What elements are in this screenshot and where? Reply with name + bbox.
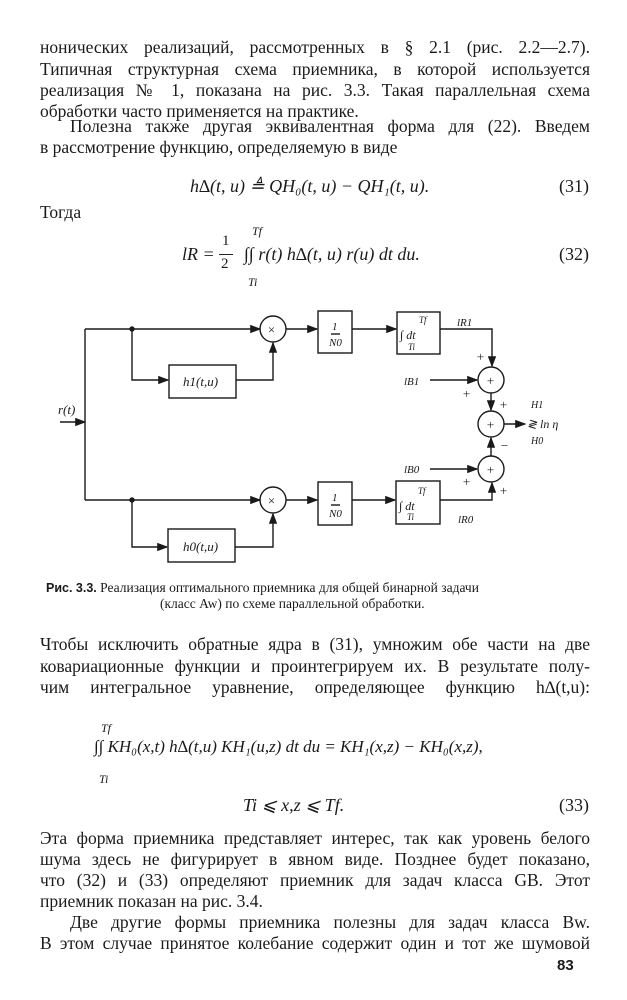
caption-text: Реализация оптимального приемника для об… xyxy=(100,580,479,595)
gain-num: 1 xyxy=(332,492,338,504)
multiplier-bottom xyxy=(259,486,287,514)
lower-limit: Ti xyxy=(248,275,258,289)
plus-sign: + xyxy=(462,386,471,401)
eq-body: ∫∫ r(t) h∆(t, u) r(u) dt du. xyxy=(244,244,420,264)
text-line: Эта форма приемника представляет интерес… xyxy=(40,828,590,848)
text-line: Тогда xyxy=(40,202,82,222)
int-lower: Ti xyxy=(407,512,415,522)
text-line: Чтобы исключить обратные ядра в (31), ум… xyxy=(40,634,590,654)
gain-den: N0 xyxy=(328,508,342,520)
decision-h0: H0 xyxy=(530,436,543,447)
text-line: В этом случае принятое колебание содержи… xyxy=(40,933,590,953)
summer-2 xyxy=(477,410,505,438)
output-bottom-label: lR0 xyxy=(458,514,474,526)
int-upper: Tf xyxy=(419,315,428,325)
gain-num: 1 xyxy=(332,321,338,333)
integrator-box-bottom xyxy=(395,480,441,525)
multiplier-top xyxy=(259,315,287,343)
int-upper: Tf xyxy=(418,486,427,496)
frac-num: 1 xyxy=(222,233,230,249)
text-line: ковариационные функции и проинтегрируем … xyxy=(40,656,590,676)
caption-label: Рис. 3.3. xyxy=(46,581,97,595)
decision-threshold: ≷ ln η xyxy=(527,417,558,431)
sum-symbol: + xyxy=(486,373,495,388)
filter-h1-label: h1(t,u) xyxy=(183,374,218,389)
input-label: r(t) xyxy=(58,402,75,417)
equation-number: (31) xyxy=(559,176,589,196)
int-lower: Ti xyxy=(408,342,416,352)
integrator-box-top xyxy=(396,311,441,355)
summer-1 xyxy=(477,366,505,394)
text-line: что (32) и (33) определяют приемник для … xyxy=(40,870,590,890)
page-number: 83 xyxy=(557,957,574,974)
summer-3 xyxy=(477,455,505,483)
text-line: Типичная структурная схема приемника, в … xyxy=(40,59,590,79)
integrator-label: ∫ dt xyxy=(399,328,416,342)
multiply-symbol: × xyxy=(267,493,276,508)
equation-number: (33) xyxy=(559,795,589,815)
plus-sign: + xyxy=(476,349,485,364)
plus-sign: + xyxy=(499,483,508,498)
frac-den: 2 xyxy=(221,256,229,272)
integrator-label: ∫ dt xyxy=(398,499,415,513)
lower-limit: Ti xyxy=(99,772,109,786)
equation-31: h∆(t, u) ≜ QH₀(t, u) − QH₁(t, u). xyxy=(190,176,430,196)
sum-symbol: + xyxy=(486,417,495,432)
text-line: реализация № 1, показана на рис. 3.3. Та… xyxy=(40,80,590,100)
gain-box-top xyxy=(317,310,353,354)
gain-den: N0 xyxy=(328,337,342,349)
equation-number: (32) xyxy=(559,244,589,264)
text-line: обработки часто применяется на практике. xyxy=(40,101,359,121)
text-line: чим интегральное уравнение, определяющее… xyxy=(40,677,590,697)
junction-dot xyxy=(129,497,135,503)
eq33-line2: Ti ⩽ x,z ⩽ Tf. xyxy=(243,795,345,815)
frac-bar xyxy=(219,254,233,255)
plus-sign: + xyxy=(499,397,508,412)
text-line: нонических реализаций, рассмотренных в §… xyxy=(40,37,590,57)
upper-limit: Tf xyxy=(252,224,263,238)
text-line: Полезна также другая эквивалентная форма… xyxy=(70,116,590,136)
filter-h1-box xyxy=(168,364,237,399)
filter-h0-label: h0(t,u) xyxy=(183,539,218,554)
eq-lhs: lR = xyxy=(182,244,215,264)
junction-dot xyxy=(129,326,135,332)
text-line: шума здесь не фигурирует в явном виде. П… xyxy=(40,849,590,869)
sum-symbol: + xyxy=(486,462,495,477)
text-line: приемник показан на рис. 3.4. xyxy=(40,891,263,911)
multiply-symbol: × xyxy=(267,322,276,337)
filter-h0-box xyxy=(167,528,236,563)
text-line: Две другие формы приемника полезны для з… xyxy=(70,912,590,932)
bias-top-label: lB1 xyxy=(404,376,419,388)
minus-sign: − xyxy=(500,438,509,453)
decision-h1: H1 xyxy=(530,400,543,411)
text-line: в рассмотрение функцию, определяемую в в… xyxy=(40,137,398,157)
caption-text: (класс Aw) по схеме параллельной обработ… xyxy=(160,596,425,611)
upper-limit: Tf xyxy=(101,721,112,735)
block-diagram: r(t) × × h1(t,u) h0(t,u) 1 N0 1 N0 ∫ dt … xyxy=(58,310,558,563)
eq33-line1: ∫∫ KH₀(x,t) h∆(t,u) KH₁(u,z) dt du = KH₁… xyxy=(94,737,483,756)
output-top-label: lR1 xyxy=(457,317,472,329)
gain-box-bottom xyxy=(317,481,353,526)
bias-bottom-label: lB0 xyxy=(404,464,420,476)
signal-lines xyxy=(60,324,527,552)
plus-sign: + xyxy=(462,474,471,489)
